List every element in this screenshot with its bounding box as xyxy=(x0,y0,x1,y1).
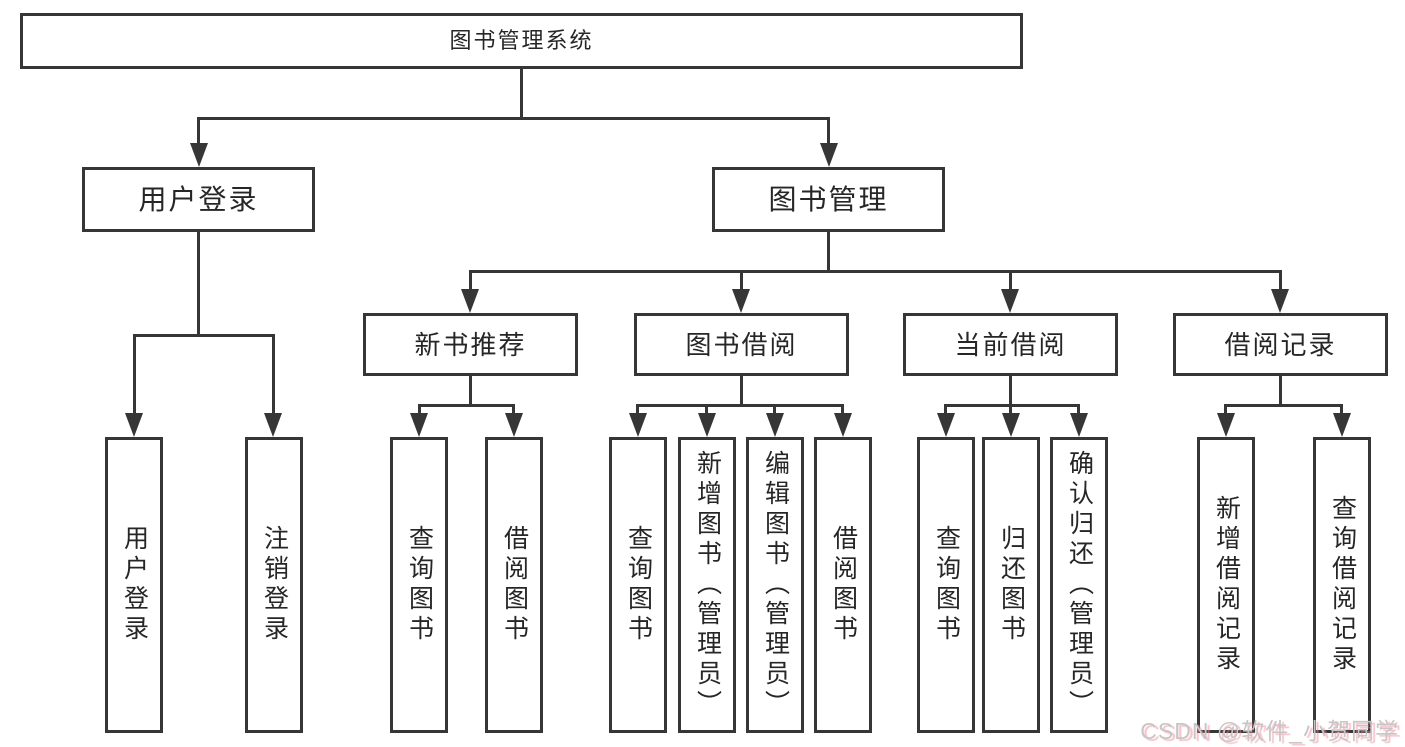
connector-vline xyxy=(469,270,472,291)
node-label: 借阅记录 xyxy=(1224,329,1337,360)
node-current-borrow: 当前借阅 xyxy=(903,313,1118,376)
leaf-add-borrow-record: 新增借阅记录 xyxy=(1197,437,1255,733)
arrow-down-icon xyxy=(820,143,838,167)
leaf-label: 新增图书（管理员） xyxy=(693,450,722,720)
connector-vline xyxy=(827,117,830,145)
arrow-down-icon xyxy=(698,413,716,437)
leaf-borrow-books: 借阅图书 xyxy=(814,437,872,733)
node-book-borrow: 图书借阅 xyxy=(634,313,849,376)
connector-vline xyxy=(469,376,472,406)
watermark: CSDN @软件_小贺同学 xyxy=(1140,718,1399,744)
connector-vline xyxy=(740,376,743,406)
connector-vline xyxy=(841,404,844,415)
connector-vline xyxy=(1279,270,1282,291)
leaf-label: 归还图书 xyxy=(997,525,1026,645)
arrow-down-icon xyxy=(937,413,955,437)
leaf-logout: 注销登录 xyxy=(245,437,303,733)
node-label: 图书管理 xyxy=(768,183,889,215)
leaf-label: 查询图书 xyxy=(405,525,434,645)
connector-vline xyxy=(944,404,947,415)
connector-vline xyxy=(520,69,523,120)
node-label: 图书借阅 xyxy=(685,329,798,360)
node-borrow-records: 借阅记录 xyxy=(1173,313,1388,376)
connector-vline xyxy=(1340,404,1343,415)
connector-vline xyxy=(1009,404,1012,415)
node-label: 新书推荐 xyxy=(414,329,527,360)
node-book-management: 图书管理 xyxy=(712,167,945,232)
leaf-edit-books-admin: 编辑图书（管理员） xyxy=(746,437,804,733)
arrow-down-icon xyxy=(834,413,852,437)
connector-hline xyxy=(945,404,1080,407)
arrow-down-icon xyxy=(766,413,784,437)
arrow-down-icon xyxy=(1271,289,1289,313)
arrow-down-icon xyxy=(461,289,479,313)
node-user-login: 用户登录 xyxy=(82,167,315,232)
connector-vline xyxy=(1009,270,1012,291)
leaf-label: 查询图书 xyxy=(624,525,653,645)
leaf-label: 编辑图书（管理员） xyxy=(761,450,790,720)
leaf-add-books-admin: 新增图书（管理员） xyxy=(678,437,736,733)
connector-vline xyxy=(1009,376,1012,406)
connector-vline xyxy=(133,334,136,416)
arrow-down-icon xyxy=(1001,289,1019,313)
arrow-down-icon xyxy=(629,413,647,437)
leaf-recommend-query-books: 查询图书 xyxy=(390,437,448,733)
leaf-label: 用户登录 xyxy=(120,525,149,645)
connector-vline xyxy=(272,334,275,416)
leaf-query-borrow-record: 查询借阅记录 xyxy=(1313,437,1371,733)
connector-vline xyxy=(197,232,200,336)
arrow-down-icon xyxy=(1217,413,1235,437)
leaf-borrow-query-books: 查询图书 xyxy=(609,437,667,733)
arrow-down-icon xyxy=(1333,413,1351,437)
connector-hline xyxy=(469,270,1281,273)
connector-hline xyxy=(1225,404,1343,407)
connector-vline xyxy=(705,404,708,415)
connector-vline xyxy=(827,232,830,272)
node-label: 图书管理系统 xyxy=(449,28,594,53)
connector-vline xyxy=(418,404,421,415)
node-library-system: 图书管理系统 xyxy=(20,13,1023,69)
leaf-label: 查询图书 xyxy=(932,525,961,645)
leaf-recommend-borrow-books: 借阅图书 xyxy=(485,437,543,733)
leaf-current-query-books: 查询图书 xyxy=(917,437,975,733)
connector-vline xyxy=(1224,404,1227,415)
connector-vline xyxy=(197,117,200,145)
leaf-label: 注销登录 xyxy=(260,525,289,645)
connector-vline xyxy=(740,270,743,291)
arrow-down-icon xyxy=(410,413,428,437)
connector-hline xyxy=(197,117,830,120)
arrow-down-icon xyxy=(732,289,750,313)
leaf-label: 确认归还（管理员） xyxy=(1065,450,1094,720)
node-label: 用户登录 xyxy=(138,183,259,215)
connector-vline xyxy=(512,404,515,415)
leaf-label: 借阅图书 xyxy=(500,525,529,645)
leaf-label: 查询借阅记录 xyxy=(1328,495,1357,675)
arrow-down-icon xyxy=(264,413,282,437)
arrow-down-icon xyxy=(1002,413,1020,437)
arrow-down-icon xyxy=(190,143,208,167)
leaf-confirm-return-admin: 确认归还（管理员） xyxy=(1050,437,1108,733)
node-new-book-recommend: 新书推荐 xyxy=(363,313,578,376)
node-label: 当前借阅 xyxy=(954,329,1067,360)
connector-vline xyxy=(636,404,639,415)
leaf-label: 新增借阅记录 xyxy=(1212,495,1241,675)
connector-vline xyxy=(1077,404,1080,415)
connector-vline xyxy=(1279,376,1282,406)
arrow-down-icon xyxy=(1070,413,1088,437)
connector-hline xyxy=(133,334,275,337)
connector-hline xyxy=(637,404,844,407)
arrow-down-icon xyxy=(505,413,523,437)
leaf-user-login: 用户登录 xyxy=(105,437,163,733)
leaf-return-books: 归还图书 xyxy=(982,437,1040,733)
connector-vline xyxy=(773,404,776,415)
connector-hline xyxy=(418,404,515,407)
leaf-label: 借阅图书 xyxy=(829,525,858,645)
arrow-down-icon xyxy=(125,413,143,437)
